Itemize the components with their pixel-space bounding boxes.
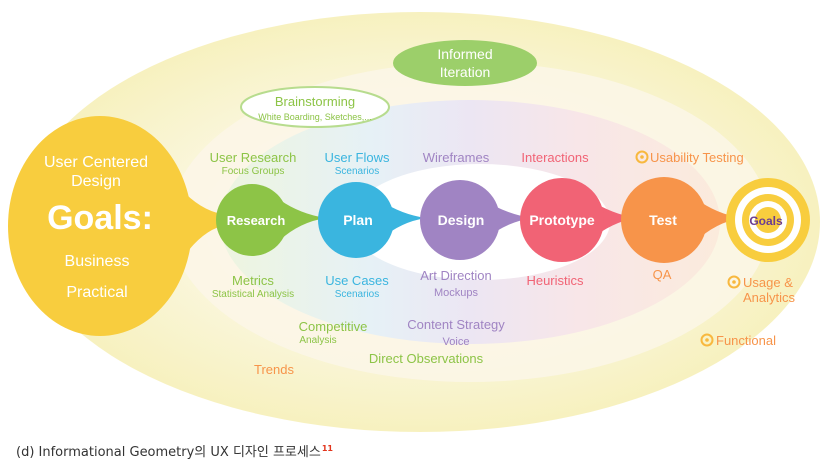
plan-stage <box>318 182 426 258</box>
goals-practical: Practical <box>66 284 127 301</box>
functional-target-icon <box>700 333 714 347</box>
goals-title: Goals: <box>47 199 153 237</box>
interactions-label: Interactions <box>521 150 589 165</box>
figure-caption: (d) Informational Geometry의 UX 디자인 프로세스1… <box>16 441 333 460</box>
wireframes-label: Wireframes <box>423 150 490 165</box>
use-cases-label: Use Cases <box>325 273 389 288</box>
design-label: Design <box>438 212 485 228</box>
brainstorming-subtitle: White Boarding, Sketches,... <box>258 112 372 122</box>
mockups-label: Mockups <box>434 287 479 299</box>
qa-label: QA <box>653 267 672 282</box>
direct-observations-label: Direct Observations <box>369 351 484 366</box>
voice-label: Voice <box>443 336 470 348</box>
usability-target-icon <box>635 150 649 164</box>
art-direction-label: Art Direction <box>420 268 492 283</box>
usability-testing-label: Usability Testing <box>650 150 744 165</box>
goals-target-label: Goals <box>749 214 783 228</box>
plan-label: Plan <box>343 212 373 228</box>
functional-label: Functional <box>716 333 776 348</box>
goals-ucd-line2: Design <box>71 173 121 190</box>
analysis-label: Analysis <box>299 335 336 346</box>
usage-target-icon <box>727 275 741 289</box>
research-label: Research <box>227 213 286 228</box>
goals-business: Business <box>65 253 130 270</box>
goals-target-icon <box>726 178 810 262</box>
informed-iteration-line1: Informed <box>437 46 492 62</box>
metrics-label: Metrics <box>232 273 274 288</box>
informed-iteration-line2: Iteration <box>440 64 491 80</box>
scenarios-bottom-label: Scenarios <box>335 289 379 300</box>
content-strategy-label: Content Strategy <box>407 317 505 332</box>
focus-groups-label: Focus Groups <box>222 166 285 177</box>
brainstorming-bubble <box>240 86 390 128</box>
prototype-stage <box>520 178 636 262</box>
competitive-label: Competitive <box>299 319 368 334</box>
heuristics-label: Heuristics <box>526 273 584 288</box>
informed-iteration-bubble <box>393 40 537 86</box>
trends-label: Trends <box>254 362 294 377</box>
brainstorming-title: Brainstorming <box>275 94 355 109</box>
research-stage <box>216 184 326 256</box>
test-label: Test <box>649 212 677 228</box>
prototype-label: Prototype <box>529 212 595 228</box>
goals-blob <box>8 116 222 336</box>
scenarios-top-label: Scenarios <box>335 166 379 177</box>
caption-reference: 11 <box>321 443 333 453</box>
test-stage <box>621 177 742 263</box>
goals-ucd-line1: User Centered <box>44 154 148 171</box>
caption-text: (d) Informational Geometry의 UX 디자인 프로세스 <box>16 445 321 460</box>
usage-label: Usage & <box>743 275 793 290</box>
analytics-label: Analytics <box>743 290 796 305</box>
user-flows-label: User Flows <box>324 150 390 165</box>
statistical-analysis-label: Statistical Analysis <box>212 289 294 300</box>
design-stage <box>420 180 532 260</box>
user-research-label: User Research <box>210 150 297 165</box>
ux-process-diagram: User Centered Design Goals: Business Pra… <box>8 12 820 432</box>
